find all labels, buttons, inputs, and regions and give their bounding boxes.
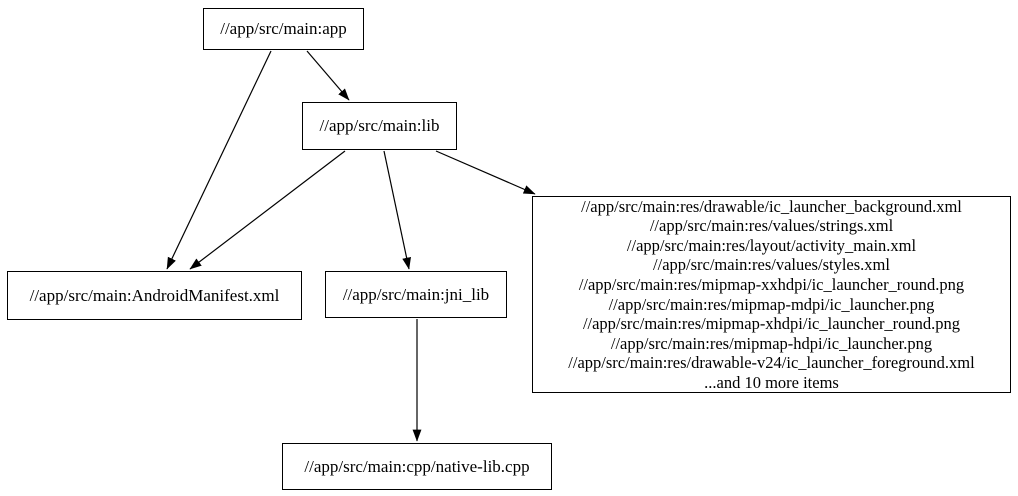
- edge-app-to-manifest: [166, 50, 272, 270]
- node-lib-label: //app/src/main:lib: [319, 116, 440, 136]
- node-android-manifest: //app/src/main:AndroidManifest.xml: [7, 271, 302, 320]
- node-app-label: //app/src/main:app: [220, 19, 347, 39]
- node-android-manifest-label: //app/src/main:AndroidManifest.xml: [29, 285, 280, 305]
- node-res-group-label: //app/src/main:res/drawable/ic_launcher_…: [568, 196, 975, 392]
- node-app: //app/src/main:app: [203, 8, 364, 50]
- edge-app-to-lib: [306, 50, 350, 101]
- edge-lib-to-manifest: [189, 150, 346, 270]
- edge-lib-to-res: [435, 150, 536, 195]
- node-lib: //app/src/main:lib: [302, 102, 457, 150]
- node-jni-lib-label: //app/src/main:jni_lib: [342, 284, 490, 304]
- node-jni-lib: //app/src/main:jni_lib: [325, 271, 507, 318]
- node-native-cpp-label: //app/src/main:cpp/native-lib.cpp: [304, 456, 530, 476]
- node-res-group: //app/src/main:res/drawable/ic_launcher_…: [532, 196, 1011, 393]
- edge-lib-to-jni-lib: [383, 150, 411, 270]
- node-native-cpp: //app/src/main:cpp/native-lib.cpp: [282, 443, 552, 490]
